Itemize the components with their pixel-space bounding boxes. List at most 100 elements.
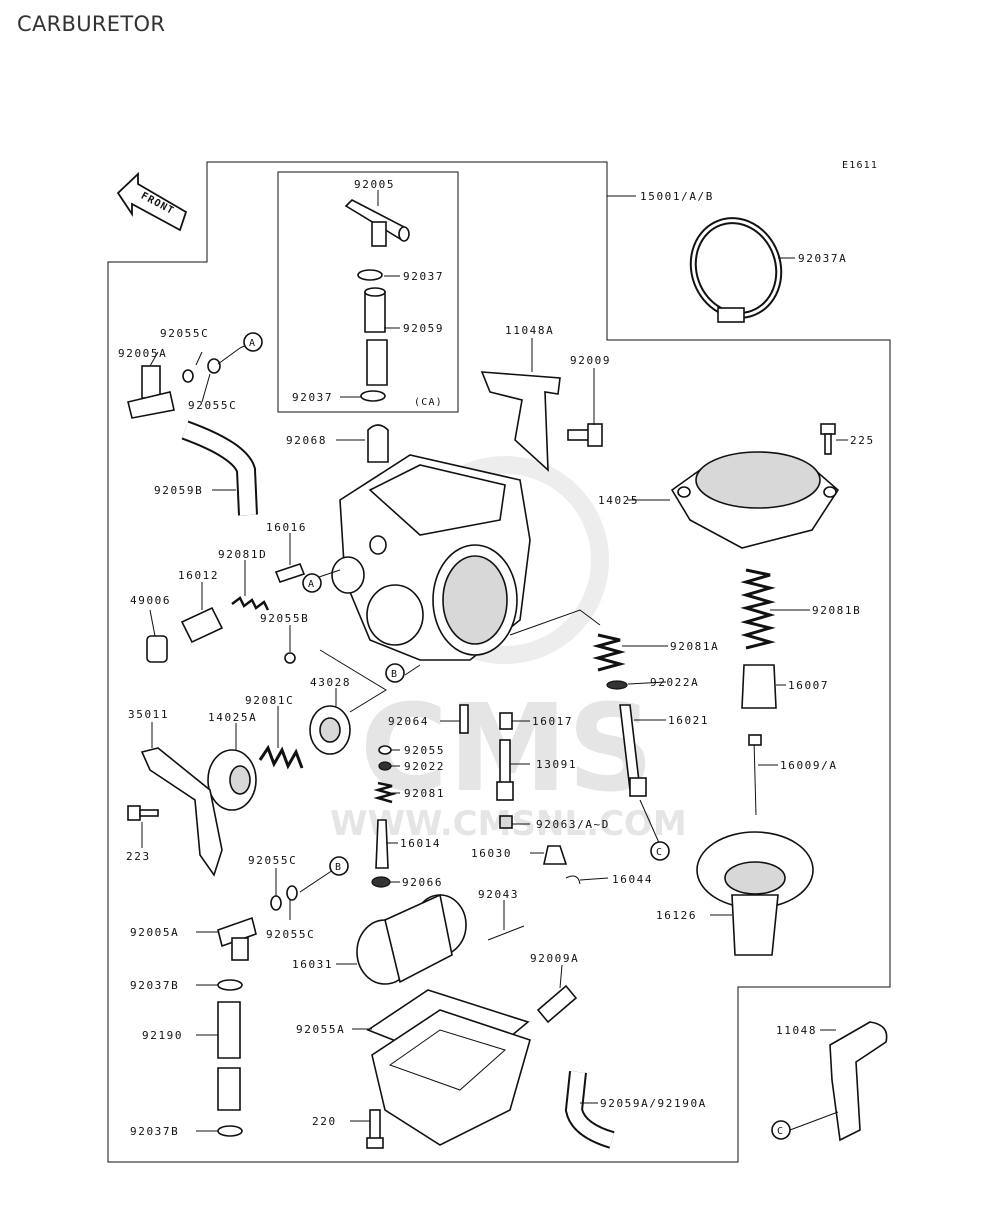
part-label: 92064 [388,715,429,728]
part-label: 92066 [402,876,443,889]
bracket-11048 [829,1021,888,1142]
float-bowl [366,989,531,1146]
part-label: 35011 [128,708,169,721]
part-label: 92037B [130,979,179,992]
part-label: 92009 [570,354,611,367]
part-label: 92037B [130,1125,179,1138]
washer-92022A [606,680,628,690]
part-label: 16009/A [780,759,838,772]
needle-16009A [753,739,757,816]
diaphragm-16126 [696,831,814,956]
clamp-92037A [689,217,783,323]
callout-c-mid: C [650,841,670,861]
float-16031 [356,893,467,985]
part-label: 92037 [403,270,444,283]
part-label: 92068 [286,434,327,447]
callout-b-body: B [385,663,405,683]
part-label: 92055C [188,399,237,412]
spring-92081A [592,633,626,672]
part-label: 16016 [266,521,307,534]
screw-92064 [459,704,469,734]
part-label: 92009A [530,952,579,965]
oring-92055 [378,745,392,755]
part-label: 11048A [505,324,554,337]
vacuum-cover-14025 [670,451,840,549]
clip-16044 [565,875,581,885]
screw-16014 [375,819,389,869]
callout-a-top: A [243,332,263,352]
part-label: 16021 [668,714,709,727]
svg-text:C: C [777,1126,784,1137]
part-label: 92059B [154,484,203,497]
part-label: 92055B [260,612,309,625]
holder-16007 [741,664,777,709]
spring-92081B [740,568,776,650]
jet-16017 [499,712,513,730]
pin-92043 [487,925,525,941]
oring-92055C-lower-b [286,885,298,901]
carburetor-body [331,454,531,661]
diagram-frame [107,161,891,1163]
part-label: 92055A [296,1023,345,1036]
part-label: 16126 [656,909,697,922]
fitting-92005A-top [127,358,221,419]
part-labels: E1611 15001/A/B 92037A 92005 92037 92059… [118,160,878,1138]
diaphragm-43028 [309,705,351,755]
clip-92037B-top [217,979,243,991]
jet-13091 [496,739,514,801]
part-label: 13091 [536,758,577,771]
part-label: 49006 [130,594,171,607]
part-label: 92005A [118,347,167,360]
svg-text:B: B [335,862,342,873]
spring-92081C [258,744,304,770]
part-label: 92063/A~D [536,818,610,831]
part-label: 92037 [292,391,333,404]
hose-92059-top [364,291,386,333]
part-label: 92081C [245,694,294,707]
part-label: 16017 [532,715,573,728]
plug-92066 [371,876,391,888]
part-label: 92055 [404,744,445,757]
part-label: 92190 [142,1029,183,1042]
page-title: CARBURETOR [17,12,166,36]
part-label: 16031 [292,958,333,971]
callout-a-body: A [302,573,322,593]
part-label: 16030 [471,847,512,860]
callout-b-lower: B [329,856,349,876]
cap-49006 [146,635,168,663]
part-label: 92081 [404,787,445,800]
svg-text:A: A [249,338,256,349]
spring-92081 [373,781,397,804]
leader-lines [141,190,848,1132]
bracket-11048A [480,371,561,472]
plunger-16012 [180,606,224,644]
part-label: 16012 [178,569,219,582]
screw-225 [820,423,836,455]
hose-92190-bottom [217,1067,241,1111]
part-label: 220 [312,1115,337,1128]
part-label: 92055C [248,854,297,867]
part-label: 92022 [404,760,445,773]
callout-c-lower: C [771,1120,791,1140]
part-label: 92055C [160,327,209,340]
diagram-code: E1611 [842,160,878,171]
part-label: 92081B [812,604,861,617]
part-label: 14025 [598,494,639,507]
part-label: 14025A [208,711,257,724]
part-label: 92043 [478,888,519,901]
part-label: 92055C [266,928,315,941]
part-label: 92081A [670,640,719,653]
part-label: 92059 [403,322,444,335]
part-label: 16044 [612,873,653,886]
spring-92081D [231,596,270,611]
part-label: 16014 [400,837,441,850]
part-label: 15001/A/B [640,190,714,203]
svg-text:B: B [391,669,398,680]
clip-92037B-bottom [217,1125,243,1137]
part-label: 92081D [218,548,267,561]
part-label: 223 [126,850,151,863]
hose-92190-top [217,1001,241,1059]
jet-92063 [499,815,513,829]
part-label: 225 [850,434,875,447]
